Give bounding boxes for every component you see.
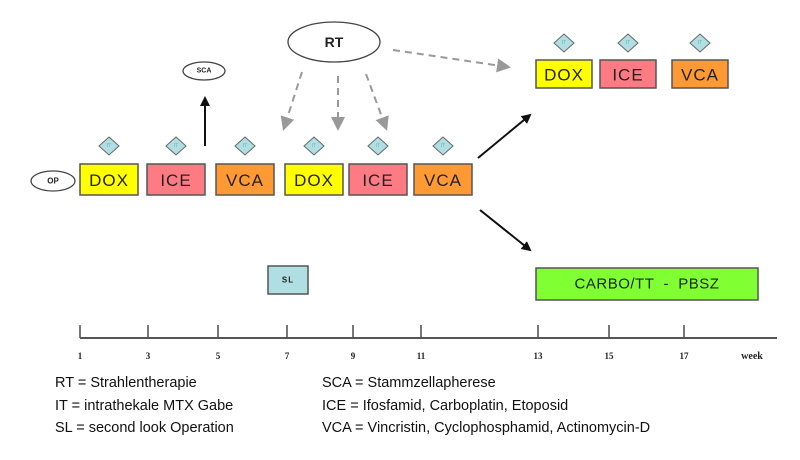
op-node: OP	[30, 170, 76, 192]
it-diamond-icon: IT	[165, 136, 187, 156]
tick-label: 7	[285, 351, 290, 361]
it-diamond-icon: IT	[98, 136, 120, 156]
it-diamond-icon: IT	[553, 33, 575, 53]
cycle-box-vca: VCA	[413, 163, 473, 196]
cycle-label: DOX	[544, 66, 584, 85]
tick-label: 17	[680, 351, 690, 361]
rt-node: RT	[287, 21, 381, 63]
it-label: IT	[107, 143, 111, 149]
timeline-unit: week	[741, 351, 763, 362]
legend-vca: VCA = Vincristin, Cyclophosphamid, Actin…	[322, 420, 651, 436]
branch-arrow-down	[479, 209, 532, 252]
timeline-tick: 15	[605, 325, 615, 361]
carbo-box: CARBO/TT - PBSZ	[535, 267, 759, 301]
cycle-box-vca: VCA	[215, 163, 275, 196]
tick-label: 5	[216, 351, 221, 361]
cycle-box-vca: VCA	[671, 59, 729, 89]
sl-label: SL	[282, 276, 294, 285]
it-label: IT	[174, 143, 178, 149]
it-diamond-icon: IT	[432, 136, 454, 156]
timeline-tick: 3	[146, 325, 151, 361]
cycle-box-dox: DOX	[284, 163, 344, 196]
cycle-box-ice: ICE	[348, 163, 408, 196]
it-label: IT	[441, 143, 445, 149]
it-diamond-icon: IT	[303, 136, 325, 156]
it-diamond-icon: IT	[234, 136, 256, 156]
cycle-label: ICE	[160, 171, 191, 190]
legend-sl: SL = second look Operation	[55, 420, 234, 436]
timeline-tick: 17	[680, 325, 690, 361]
it-label: IT	[243, 143, 247, 149]
cycle-label: DOX	[89, 171, 129, 190]
tick-label: 3	[146, 351, 151, 361]
tick-label: 13	[534, 351, 544, 361]
upper-cycle-row: IT DOX IT ICE IT VCA	[535, 33, 729, 89]
legend-it: IT = intrathekale MTX Gabe	[55, 397, 234, 414]
tick-label: 11	[417, 351, 426, 361]
timeline-tick: 9	[351, 325, 356, 361]
rt-label: RT	[325, 34, 344, 50]
legend-ice: ICE = Ifosfamid, Carboplatin, Etoposid	[322, 397, 569, 414]
it-label: IT	[312, 143, 316, 149]
sl-box: SL	[267, 265, 309, 295]
radiation-arrows	[280, 49, 511, 131]
legend-rt: RT = Strahlentherapie	[55, 375, 197, 391]
main-cycle-row: IT DOX IT ICE IT VCA IT DOX IT ICE IT VCA	[79, 136, 473, 196]
cycle-box-ice: ICE	[146, 163, 206, 196]
cycle-box-dox: DOX	[79, 163, 139, 196]
it-label: IT	[626, 40, 630, 46]
cycle-box-ice: ICE	[599, 59, 657, 89]
it-label: IT	[698, 40, 702, 46]
cycle-box-dox: DOX	[535, 59, 593, 89]
tick-label: 1	[78, 351, 83, 361]
carbo-label: CARBO/TT - PBSZ	[575, 276, 720, 293]
cycle-label: ICE	[612, 66, 643, 85]
rt-arrow	[392, 49, 511, 73]
tick-label: 9	[351, 351, 356, 361]
it-label: IT	[376, 143, 380, 149]
timeline-tick: 13	[534, 325, 544, 361]
timeline-tick: 7	[285, 325, 290, 361]
cycle-label: VCA	[681, 66, 719, 85]
cycle-label: VCA	[424, 171, 462, 190]
legend-right: SCA = Stammzellapherese ICE = Ifosfamid,…	[322, 372, 650, 440]
legend-left: RT = Strahlentherapie IT = intrathekale …	[55, 372, 234, 440]
sca-node: SCA	[182, 61, 226, 81]
tick-label: 15	[605, 351, 615, 361]
it-diamond-icon: IT	[617, 33, 639, 53]
it-label: IT	[562, 40, 566, 46]
timeline-tick: 1	[78, 325, 83, 361]
rt-arrow	[280, 71, 303, 131]
timeline-tick: 11	[417, 325, 426, 361]
timeline-tick: 5	[216, 325, 221, 361]
cycle-label: VCA	[226, 171, 264, 190]
it-diamond-icon: IT	[367, 136, 389, 156]
cycle-label: DOX	[294, 171, 334, 190]
it-diamond-icon: IT	[689, 33, 711, 53]
branch-arrow-up	[477, 113, 532, 159]
legend-sca: SCA = Stammzellapherese	[322, 375, 496, 391]
cycle-label: ICE	[362, 171, 393, 190]
sca-label: SCA	[197, 68, 212, 75]
rt-arrow	[365, 73, 389, 131]
op-label: OP	[47, 177, 59, 186]
